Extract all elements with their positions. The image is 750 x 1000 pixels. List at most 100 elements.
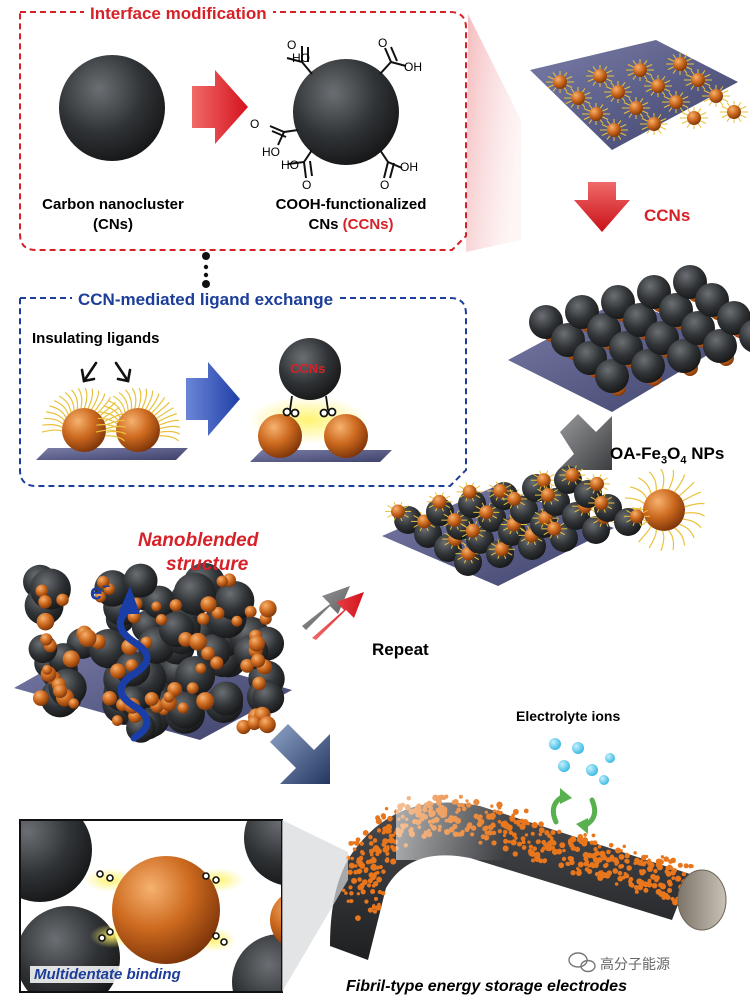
fe3o4-speckle	[521, 840, 526, 845]
fe3o4-speckle	[355, 915, 361, 922]
fe3o4-speckle	[538, 858, 544, 864]
fe3o4-speckle	[650, 873, 657, 880]
fe3o4-particle	[252, 676, 266, 691]
fe3o4-particle	[94, 591, 106, 603]
fe3o4-particle	[111, 715, 123, 726]
fe3o4-speckle	[507, 840, 511, 844]
nanoblended-label-line1: Nanoblended	[138, 530, 259, 551]
fe3o4-speckle	[623, 872, 627, 876]
ligand-strand	[103, 405, 121, 418]
fe3o4-particle	[42, 664, 53, 675]
fe3o4-speckle	[348, 885, 353, 890]
fe3o4-speckle	[622, 844, 627, 849]
fe3o4-speckle	[541, 846, 546, 851]
cooh-group-label-ho4: HO	[281, 158, 299, 172]
fe3o4-speckle	[356, 892, 361, 896]
fe3o4-speckle	[569, 859, 575, 866]
fe3o4-speckle	[550, 829, 556, 835]
ligand-strand	[42, 424, 63, 428]
coated-particle	[571, 91, 585, 105]
fe3o4-speckle	[509, 815, 514, 821]
fe3o4-speckle	[344, 891, 348, 895]
fe3o4-speckle	[671, 876, 676, 881]
fe3o4-speckle	[647, 858, 651, 862]
fe3o4-speckle	[511, 832, 517, 838]
fe3o4-speckle	[356, 860, 360, 864]
fe3o4-speckle	[347, 869, 353, 875]
fe3o4-speckle	[354, 840, 360, 846]
fe3o4-speckle	[659, 883, 667, 890]
projection-fan	[466, 14, 521, 252]
np-label-mid: O	[667, 444, 681, 463]
fe3o4-speckle	[350, 856, 354, 861]
fe3o4-speckle	[351, 877, 358, 884]
fe3o4-speckle	[594, 860, 600, 866]
ligand-strand	[668, 530, 675, 551]
fe3o4-particle	[391, 504, 406, 519]
fe3o4-particle	[32, 690, 49, 706]
ligand-strand	[95, 429, 117, 433]
electron-charge: −	[102, 578, 111, 594]
fe3o4-speckle	[640, 882, 644, 886]
fe3o4-particle	[36, 612, 55, 631]
carbon-particle	[703, 329, 737, 363]
fe3o4-speckle	[361, 851, 366, 856]
fe3o4-speckle	[653, 868, 658, 874]
ligand-strand	[124, 389, 133, 410]
fe3o4-speckle	[551, 848, 559, 855]
fe3o4-speckle	[531, 821, 538, 829]
ligand-strand	[674, 527, 686, 546]
ligand-strand	[96, 424, 117, 428]
fe3o4-speckle	[385, 857, 390, 862]
fe3o4-speckle	[666, 879, 672, 885]
fe3o4-speckle	[357, 877, 362, 882]
fe3o4-particle	[110, 663, 126, 679]
fe3o4-speckle	[644, 860, 648, 864]
nanoblended-cube	[14, 562, 292, 743]
fe3o4-speckle	[587, 869, 592, 874]
fe3o4-speckle	[642, 870, 647, 874]
ccn-label-line1: COOH-functionalized	[275, 196, 427, 213]
coated-particle	[691, 73, 705, 87]
ligand-strand	[100, 411, 119, 421]
fe3o4-speckle	[367, 907, 374, 913]
ligand-strand	[638, 477, 652, 494]
fe3o4-speckle	[383, 845, 390, 853]
fe3o4-speckle	[660, 855, 665, 859]
ligand-strand	[46, 411, 65, 421]
fe3o4-speckle	[368, 834, 373, 840]
ligand-strand	[105, 419, 125, 426]
ligand-strand	[41, 429, 63, 433]
fe3o4-speckle	[508, 830, 514, 835]
insulating-ligand-arrows	[80, 361, 132, 383]
fe3o4-speckle	[579, 837, 585, 843]
fe3o4-speckle	[377, 902, 381, 907]
fe3o4-speckle	[529, 850, 536, 857]
fe3o4-speckle	[633, 861, 637, 865]
fe3o4-speckle	[372, 904, 376, 908]
fe3o4-particle	[432, 494, 447, 509]
fe3o4-particle	[210, 656, 224, 670]
ligand-strand	[137, 387, 142, 409]
ligand-panel-border	[19, 297, 467, 487]
fe3o4-particle	[540, 488, 555, 503]
ligand-strand	[77, 388, 83, 409]
fe3o4-speckle	[527, 840, 531, 844]
fe3o4-speckle	[542, 858, 548, 863]
fe3o4-speckle	[617, 875, 624, 882]
right-arrow-icon-blue	[186, 362, 240, 436]
electron-symbol: e	[90, 579, 103, 605]
fe3o4-speckle	[583, 861, 589, 867]
fe3o4-speckle	[599, 850, 606, 858]
fe3o4-speckle	[688, 863, 693, 869]
fe3o4-speckle	[359, 841, 364, 846]
ligand-strand	[154, 401, 170, 416]
fe3o4-speckle	[551, 840, 557, 846]
fe3o4-speckle	[606, 849, 611, 855]
fe3o4-particle	[594, 495, 609, 510]
fe3o4-particle	[195, 663, 207, 674]
ligand-strand	[70, 389, 79, 410]
coated-particle	[553, 75, 567, 89]
fe3o4-speckle	[593, 847, 598, 852]
